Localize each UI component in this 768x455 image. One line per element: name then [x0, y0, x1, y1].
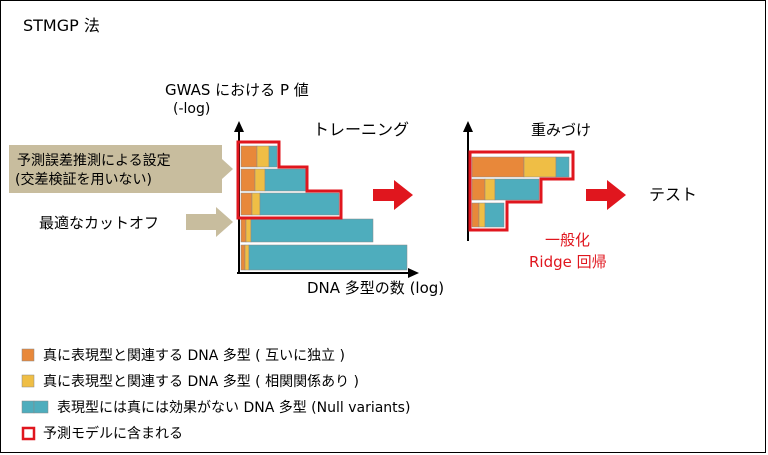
test-label: テスト [649, 185, 697, 204]
model-outline-weighted [468, 150, 575, 232]
legend-item-null: 表現型には真には効果がない DNA 多型 (Null variants) [21, 399, 410, 416]
prediction-error-box [9, 145, 222, 193]
prediction-error-sublabel: (交差検証を用いない) [15, 171, 152, 188]
legend-item-included: 予測モデルに含まれる [21, 425, 183, 442]
legend-swatch-teal-2 [33, 400, 49, 414]
red-arrow-1 [373, 180, 413, 210]
model-outline-main [236, 140, 343, 220]
box-pointer [222, 159, 233, 179]
bars-main [240, 145, 408, 271]
x-axis-label: DNA 多型の数 (log) [307, 279, 444, 297]
legend-swatch-yellow [21, 374, 35, 388]
legend-label-null: 表現型には真には効果がない DNA 多型 (Null variants) [57, 399, 410, 416]
y-axis-unit: (-log) [173, 101, 210, 117]
legend-swatch-orange [21, 348, 35, 362]
legend-item-correlated: 真に表現型と関連する DNA 多型 ( 相関関係あり ) [21, 373, 359, 390]
legend-swatch-teal-1 [21, 400, 35, 414]
legend-swatch-red-outline [21, 426, 36, 441]
legend-label-included: 予測モデルに含まれる [43, 425, 183, 442]
legend-label-correlated: 真に表現型と関連する DNA 多型 ( 相関関係あり ) [43, 373, 359, 390]
cutoff-arrow [186, 207, 233, 237]
red-arrow-2 [586, 180, 626, 210]
legend: 真に表現型と関連する DNA 多型 ( 互いに独立 ) 真に表現型と関連する D… [21, 347, 410, 442]
method-label: 一般化 [545, 231, 590, 249]
figure-title: STMGP 法 [23, 16, 100, 35]
weighted-bar-3 [471, 202, 505, 228]
bar-5 [240, 244, 408, 271]
bar-4 [240, 218, 374, 243]
y-axis-label: GWAS における P 値 [165, 81, 309, 99]
bar-2 [240, 168, 308, 192]
weighted-bar-2 [471, 178, 540, 201]
weighted-bar-1 [471, 156, 570, 178]
y-axis-arrowhead [234, 121, 244, 132]
legend-item-independent: 真に表現型と関連する DNA 多型 ( 互いに独立 ) [21, 347, 345, 364]
x-axis-arrowhead [408, 268, 419, 278]
bars-weighted [471, 156, 570, 228]
cutoff-label: 最適なカットオフ [39, 214, 159, 232]
weighting-label: 重みづけ [531, 121, 591, 139]
prediction-error-label: 予測誤差推測による設定 [17, 153, 171, 169]
method-sublabel: Ridge 回帰 [529, 253, 607, 271]
y-axis-2-arrowhead [463, 121, 473, 132]
legend-label-independent: 真に表現型と関連する DNA 多型 ( 互いに独立 ) [43, 347, 345, 364]
bar-1 [240, 145, 278, 168]
training-label: トレーニング [313, 120, 409, 139]
bar-3 [240, 192, 340, 216]
